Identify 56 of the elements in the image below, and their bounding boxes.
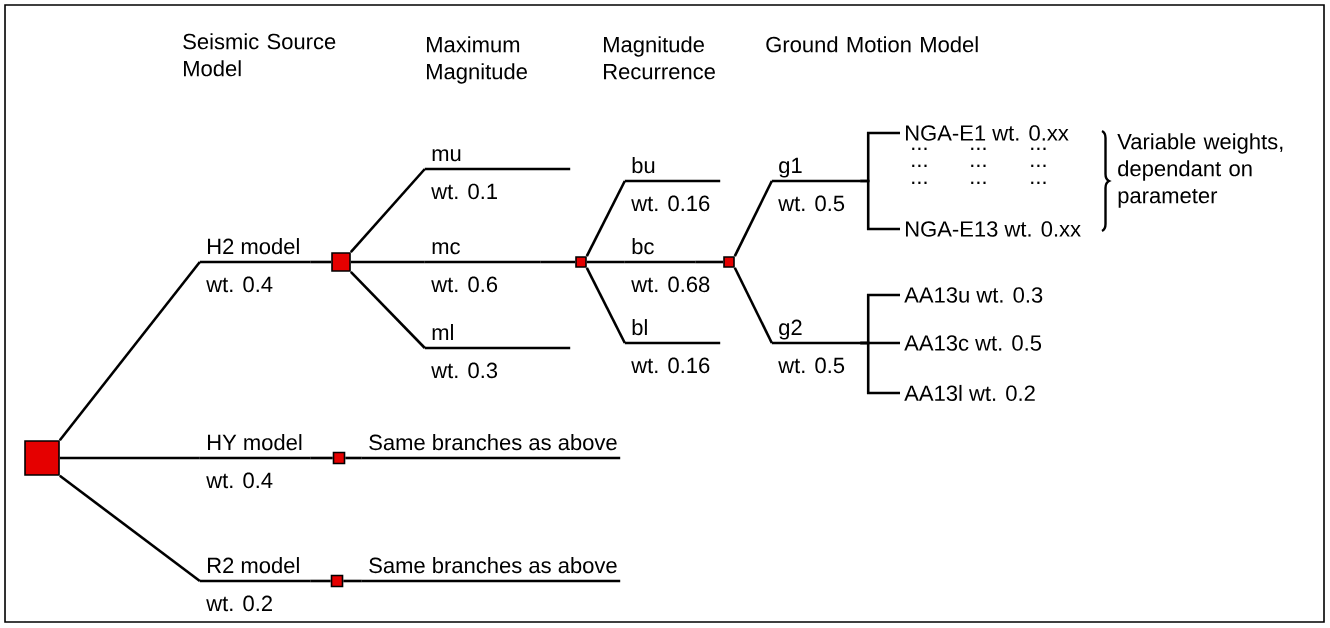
branch-line xyxy=(695,260,724,264)
ellipsis: ... xyxy=(1031,181,1046,184)
ellipsis: ... xyxy=(971,147,986,150)
node-square xyxy=(332,451,346,465)
branch-line xyxy=(59,474,201,583)
branch-line xyxy=(733,180,773,257)
note-text: Variable weights, dependant on parameter xyxy=(1117,133,1283,208)
branch-line xyxy=(585,267,626,344)
ellipsis: ... xyxy=(912,147,927,150)
branch-label: g1 wt. 0.5 xyxy=(771,157,861,212)
ellipsis: ... xyxy=(912,181,927,184)
ellipsis: ... xyxy=(971,181,986,184)
branch-label: H2 model wt. 0.4 xyxy=(199,238,311,293)
branch-label: HY model wt. 0.4 xyxy=(199,434,311,489)
branch-line xyxy=(345,456,362,460)
branch-label: g2 wt. 0.5 xyxy=(771,319,861,374)
branch-line xyxy=(349,270,426,349)
branch-line xyxy=(349,168,426,254)
branch-label: ml wt. 0.3 xyxy=(424,324,571,379)
branch-line xyxy=(586,260,625,264)
node-square xyxy=(24,440,60,476)
node-square xyxy=(330,574,344,588)
node-square xyxy=(723,256,735,268)
ellipsis: ... xyxy=(1031,164,1046,167)
model-label: AA13l wt. 0.2 xyxy=(904,384,1035,402)
ellipsis: ... xyxy=(971,164,986,167)
branch-line xyxy=(58,261,201,441)
branch-label: R2 model wt. 0.2 xyxy=(199,557,311,612)
model-label: NGA-E1 wt. 0.xx xyxy=(906,125,1069,141)
branch-label: Same branches as above xyxy=(361,434,621,460)
ellipsis: ... xyxy=(912,164,927,167)
branch-label: mc wt. 0.6 xyxy=(424,242,541,293)
branch-line xyxy=(540,260,576,264)
column-heading: Magnitude Recurrence xyxy=(604,36,715,80)
branch-line xyxy=(350,260,425,264)
model-label: AA13u wt. 0.3 xyxy=(904,287,1043,303)
branch-line xyxy=(310,260,332,264)
column-heading: Maximum Magnitude xyxy=(427,36,527,84)
ellipsis: ... xyxy=(1031,147,1046,150)
branch-line xyxy=(860,179,900,231)
branch-line xyxy=(733,267,773,344)
branch-label: Same branches as above xyxy=(361,557,621,583)
branch-label: bl wt. 0.16 xyxy=(624,319,721,374)
branch-label: mu wt. 0.1 xyxy=(424,149,571,200)
column-heading: Seismic Source Model xyxy=(183,33,336,77)
model-label: AA13c wt. 0.5 xyxy=(904,335,1042,351)
node-square xyxy=(331,252,351,272)
branch-line xyxy=(59,456,200,460)
node-square xyxy=(575,256,587,268)
column-heading: Ground Motion Model xyxy=(766,36,978,53)
model-label: NGA-E13 wt. 0.xx xyxy=(906,221,1081,237)
branch-line xyxy=(585,180,626,257)
branch-line xyxy=(310,456,333,460)
branch-line xyxy=(310,579,331,583)
branch-line xyxy=(860,341,900,395)
branch-line xyxy=(343,579,362,583)
